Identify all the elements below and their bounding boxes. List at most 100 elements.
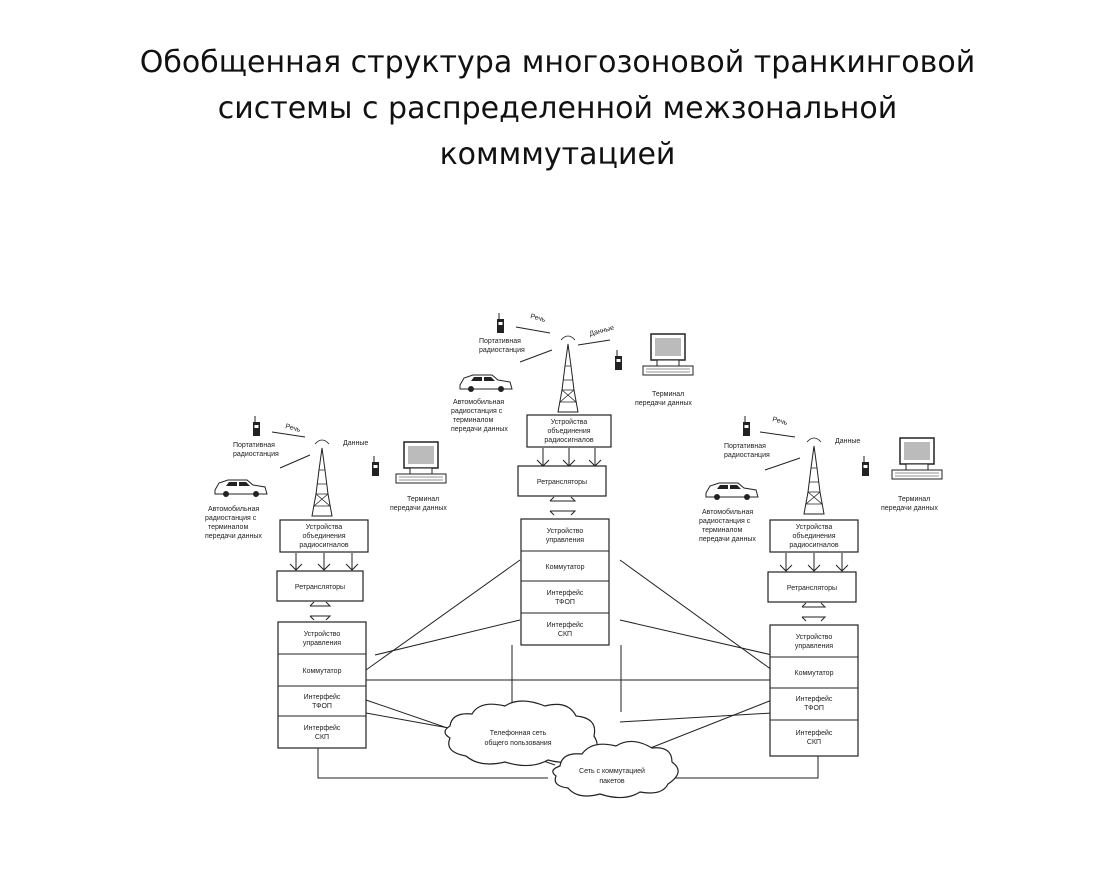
portable-radio-icon [742,415,751,437]
control-label-2: управления [795,643,833,650]
data-radio-icon [614,349,623,371]
car-radio-icon [459,374,513,393]
repeaters-label: Ретрансляторы [537,479,587,486]
speech-label: Речь [529,313,546,324]
mobile-label-2: радиостанция с [205,515,257,522]
speech-link-arrow [515,326,551,334]
pstn-interface-label-2: ТФОП [804,705,824,712]
packet-cloud: Сеть с коммутацией пакетов [552,740,679,799]
pstn-interface-label-1: Интерфейс [796,695,833,703]
antenna-tower-icon [557,335,579,413]
terminal-label-2: передачи данных [881,505,938,512]
data-link-arrow [519,349,553,363]
data-label: Данные [589,325,615,338]
repeater-link-arrows [801,602,827,622]
antenna-tower-icon [311,439,333,517]
data-link-arrow-2 [577,339,611,346]
skl-interface-label-1: Интерфейс [547,621,584,629]
combiner-label-1: Устройства [306,523,343,531]
antenna-tower-icon [803,437,825,515]
mobile-label-3: терминалом [208,524,248,531]
mobile-label-4: передачи данных [451,426,508,433]
terminal-label-1: Терминал [898,496,930,503]
combiner-label-1: Устройства [796,523,833,531]
slide-title: Обобщенная структура многозоновой транки… [40,40,1075,178]
switch-label: Коммутатор [795,670,834,677]
mobile-label-4: передачи данных [699,536,756,543]
repeaters-block [276,570,364,602]
data-radio-icon [371,455,380,477]
zone-right: Портативная радиостанция Речь Данные Авт… [699,415,943,757]
portable-label-1: Портативная [479,338,521,345]
combiner-arrows [536,448,602,467]
terminal-label-1: Терминал [652,391,684,398]
portable-label-2: радиостанция [233,451,279,458]
data-link-arrow [279,454,311,469]
mobile-label-1: Автомобильная [208,505,259,513]
skl-interface-label-1: Интерфейс [304,724,341,732]
zone-controller-stack [769,624,859,757]
combiner-label-1: Устройства [551,418,588,426]
data-label: Данные [343,440,368,447]
zone-controller-stack [277,621,367,749]
combiner-label-3: радиосигналов [544,437,593,444]
switch-label: Коммутатор [546,564,585,571]
mobile-label-3: терминалом [702,527,742,534]
data-radio-icon [861,455,870,477]
data-link-arrow [764,457,801,471]
car-radio-icon [214,479,268,498]
skl-interface-label-1: Интерфейс [796,729,833,737]
skl-interface-label-2: СКП [807,739,821,746]
portable-label-1: Портативная [233,442,275,449]
control-label-1: Устройство [304,630,341,638]
packet-label-2: пакетов [599,778,625,785]
mobile-label-3: терминалом [453,417,493,424]
terminal-label-2: передачи данных [635,400,692,407]
speech-label: Речь [284,423,301,434]
pstn-label-1: Телефонная сеть [490,730,547,737]
control-label-1: Устройство [547,527,584,535]
zone-left: Портативная радиостанция Речь Данные Авт… [205,415,447,749]
combiner-arrows [289,553,359,571]
combiner-block [279,519,369,553]
packet-label-1: Сеть с коммутацией [579,767,645,775]
mobile-label-1: Автомобильная [702,508,753,516]
title-line-3: комммутацией [439,137,676,172]
network-links [317,559,819,779]
skl-interface-label-2: СКП [315,734,329,741]
mobile-label-1: Автомобильная [453,398,504,406]
title-line-2: системы с распределенной межзональной [217,91,898,126]
repeater-link-arrows [549,496,577,516]
data-terminal-icon [891,437,943,480]
terminal-label-2: передачи данных [390,505,447,512]
portable-radio-icon [496,312,505,334]
data-label: Данные [835,438,860,445]
combiner-arrows [779,553,849,572]
data-terminal-icon [395,441,447,484]
combiner-block [769,519,859,553]
repeaters-block [767,571,857,603]
repeaters-label: Ретрансляторы [295,584,345,591]
mobile-label-4: передачи данных [205,533,262,540]
mobile-label-2: радиостанция с [451,408,503,415]
pstn-label-2: общего пользования [484,739,551,747]
car-radio-icon [705,482,759,501]
skl-interface-label-2: СКП [558,631,572,638]
repeaters-label: Ретрансляторы [787,585,837,592]
combiner-label-2: объединения [302,532,345,540]
zone-center: Портативная радиостанция Речь Данные Авт… [451,312,694,646]
title-line-1: Обобщенная структура многозоновой транки… [139,45,976,80]
repeater-link-arrows [309,601,332,621]
portable-label-2: радиостанция [724,452,770,459]
data-terminal-icon [642,333,694,376]
combiner-block [526,414,612,448]
speech-link-arrow [759,431,796,438]
speech-label: Речь [771,416,788,427]
combiner-label-2: объединения [547,427,590,435]
control-label-1: Устройство [796,633,833,641]
combiner-label-2: объединения [792,532,835,540]
pstn-interface-label-2: ТФОП [312,703,332,710]
portable-label-1: Портативная [724,443,766,450]
pstn-interface-label-1: Интерфейс [547,589,584,597]
